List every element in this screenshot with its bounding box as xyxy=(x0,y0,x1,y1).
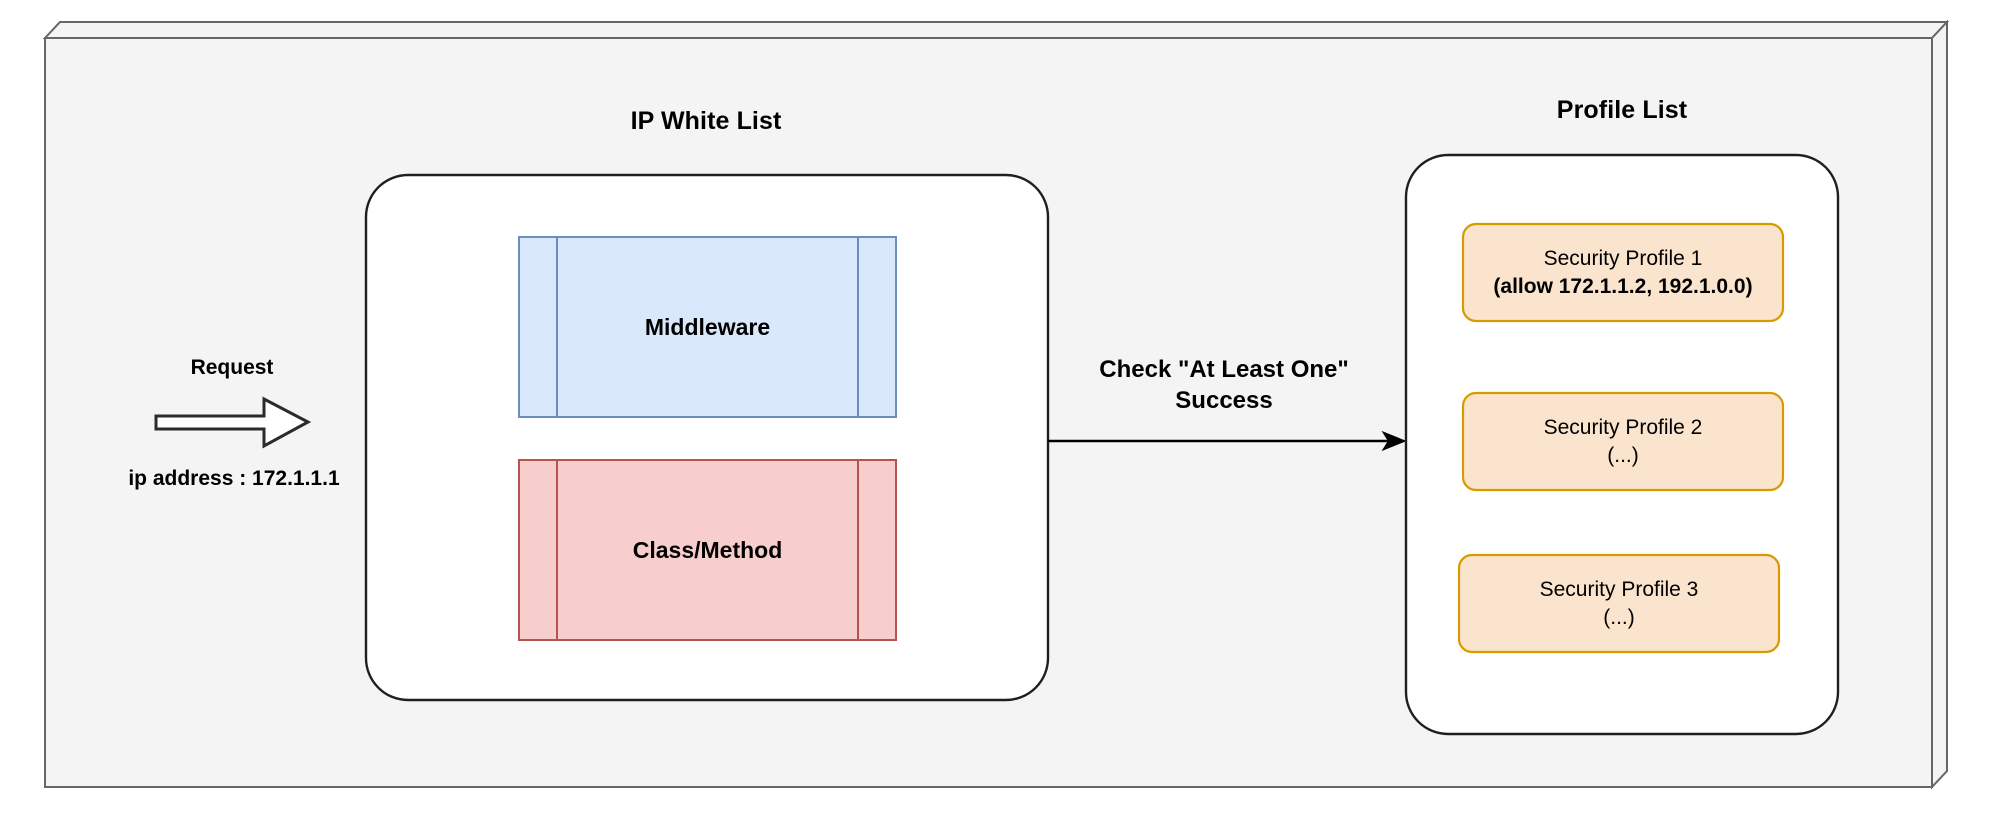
request-ip-address: ip address : 172.1.1.1 xyxy=(128,467,340,490)
profile-card-2-text: Security Profile 2 (...) xyxy=(1463,393,1783,490)
frame-top-bevel xyxy=(42,21,1950,39)
profile-list-title: Profile List xyxy=(1556,96,1688,124)
profile-2-detail: (...) xyxy=(1607,443,1639,467)
ip-white-list-title: IP White List xyxy=(630,107,782,135)
profile-1-name: Security Profile 1 xyxy=(1543,247,1703,271)
request-label: Request xyxy=(190,356,274,379)
request-block-arrow-icon xyxy=(154,396,312,449)
connector-caption-line2: Success xyxy=(1175,387,1273,414)
profile-1-detail: (allow 172.1.1.2, 192.1.0.0) xyxy=(1493,274,1753,298)
profile-card-3-text: Security Profile 3 (...) xyxy=(1459,555,1779,652)
profile-3-name: Security Profile 3 xyxy=(1539,578,1699,602)
frame-right-bevel xyxy=(1931,19,1948,790)
profile-3-detail: (...) xyxy=(1603,605,1635,629)
middleware-label: Middleware xyxy=(644,313,771,340)
profile-2-name: Security Profile 2 xyxy=(1543,416,1703,440)
connector-arrow-head xyxy=(1381,430,1407,452)
profile-card-1-text: Security Profile 1 (allow 172.1.1.2, 192… xyxy=(1463,224,1783,321)
connector-caption-line1: Check "At Least One" xyxy=(1099,356,1349,383)
class-method-label: Class/Method xyxy=(632,536,783,563)
